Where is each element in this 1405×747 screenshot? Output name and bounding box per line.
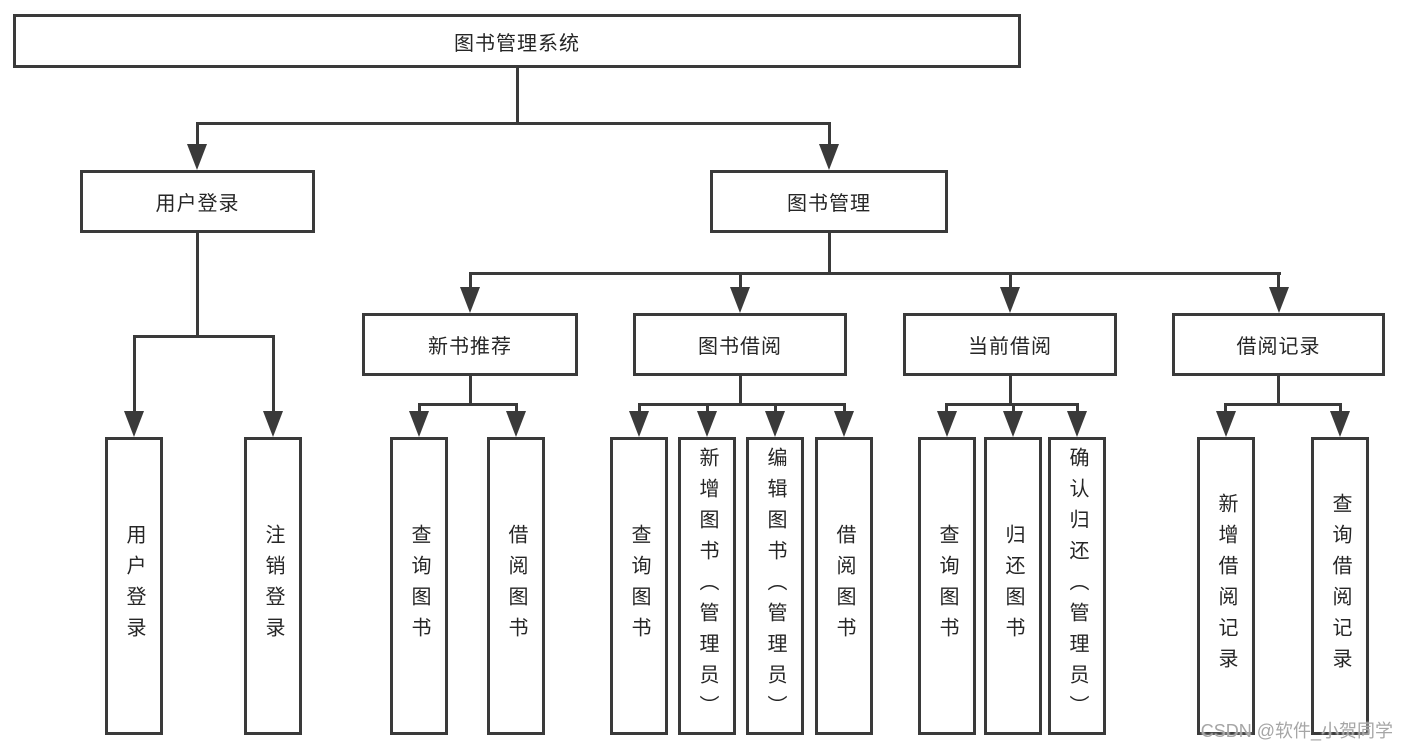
arrow-down-icon xyxy=(1330,411,1350,437)
arrow-down-icon xyxy=(697,411,717,437)
connector-line xyxy=(196,122,831,125)
arrow-down-icon xyxy=(409,411,429,437)
node-borrow-records: 借阅记录 xyxy=(1172,313,1385,376)
leaf-query-borrow-record: 查询借阅记录 xyxy=(1311,437,1369,735)
connector-line xyxy=(638,403,641,417)
leaf-label: 查询图书 xyxy=(408,524,430,648)
connector-line xyxy=(828,233,831,275)
arrow-down-icon xyxy=(1003,411,1023,437)
connector-line xyxy=(1339,403,1342,417)
connector-line xyxy=(638,403,846,406)
arrow-down-icon xyxy=(187,144,207,170)
connector-line xyxy=(133,335,136,415)
arrow-down-icon xyxy=(1269,287,1289,313)
leaf-label: 编辑图书（管理员） xyxy=(764,446,786,726)
connector-line xyxy=(272,335,275,415)
arrow-down-icon xyxy=(819,144,839,170)
arrow-down-icon xyxy=(506,411,526,437)
connector-line xyxy=(133,335,275,338)
arrow-down-icon xyxy=(730,287,750,313)
arrow-down-icon xyxy=(263,411,283,437)
leaf-label: 借阅图书 xyxy=(505,524,527,648)
arrow-down-icon xyxy=(765,411,785,437)
node-new-book-recommend: 新书推荐 xyxy=(362,313,578,376)
leaf-label: 确认归还（管理员） xyxy=(1066,446,1088,726)
node-book-management: 图书管理 xyxy=(710,170,948,233)
connector-line xyxy=(774,403,777,417)
leaf-label: 新增借阅记录 xyxy=(1215,493,1237,679)
node-root-label: 图书管理系统 xyxy=(454,32,580,55)
leaf-label: 新增图书（管理员） xyxy=(696,446,718,726)
connector-line xyxy=(418,403,518,406)
leaf-query-books-3: 查询图书 xyxy=(918,437,976,735)
arrow-down-icon xyxy=(124,411,144,437)
leaf-borrow-books-1: 借阅图书 xyxy=(487,437,545,735)
node-root: 图书管理系统 xyxy=(13,14,1021,68)
leaf-label: 借阅图书 xyxy=(833,524,855,648)
connector-line xyxy=(469,272,1281,275)
leaf-borrow-books-2: 借阅图书 xyxy=(815,437,873,735)
leaf-label: 注销登录 xyxy=(262,524,284,648)
connector-line xyxy=(1224,403,1227,417)
arrow-down-icon xyxy=(1000,287,1020,313)
leaf-edit-books-admin: 编辑图书（管理员） xyxy=(746,437,804,735)
connector-line xyxy=(196,122,199,150)
arrow-down-icon xyxy=(460,287,480,313)
leaf-query-books-1: 查询图书 xyxy=(390,437,448,735)
connector-line xyxy=(706,403,709,417)
connector-line xyxy=(515,403,518,417)
connector-line xyxy=(843,403,846,417)
connector-line xyxy=(516,68,519,124)
connector-line xyxy=(739,376,742,406)
arrow-down-icon xyxy=(1216,411,1236,437)
node-borrow-records-label: 借阅记录 xyxy=(1236,336,1321,358)
connector-line xyxy=(1224,403,1342,406)
arrow-down-icon xyxy=(834,411,854,437)
connector-line xyxy=(469,376,472,406)
leaf-label: 归还图书 xyxy=(1002,524,1024,648)
leaf-user-login: 用户登录 xyxy=(105,437,163,735)
connector-line xyxy=(1076,403,1079,417)
connector-line xyxy=(1277,272,1280,294)
leaf-confirm-return-admin: 确认归还（管理员） xyxy=(1048,437,1106,735)
connector-line xyxy=(1009,376,1012,406)
connector-line xyxy=(739,272,742,294)
node-new-book-recommend-label: 新书推荐 xyxy=(428,336,512,358)
node-current-borrow-label: 当前借阅 xyxy=(968,336,1052,358)
node-user-login: 用户登录 xyxy=(80,170,315,233)
connector-line xyxy=(945,403,948,417)
leaf-label: 查询图书 xyxy=(628,524,650,648)
connector-line xyxy=(1277,376,1280,406)
node-book-borrow-label: 图书借阅 xyxy=(698,336,782,358)
connector-line xyxy=(418,403,421,417)
node-book-borrow: 图书借阅 xyxy=(633,313,847,376)
leaf-add-borrow-record: 新增借阅记录 xyxy=(1197,437,1255,735)
connector-line xyxy=(1009,272,1012,294)
node-book-management-label: 图书管理 xyxy=(787,193,871,215)
arrow-down-icon xyxy=(937,411,957,437)
leaf-query-books-2: 查询图书 xyxy=(610,437,668,735)
leaf-logout: 注销登录 xyxy=(244,437,302,735)
connector-line xyxy=(828,122,831,150)
connector-line xyxy=(469,272,472,294)
connector-line xyxy=(1012,403,1015,417)
node-user-login-label: 用户登录 xyxy=(155,193,240,215)
leaf-label: 用户登录 xyxy=(123,524,145,648)
arrow-down-icon xyxy=(629,411,649,437)
leaf-return-books: 归还图书 xyxy=(984,437,1042,735)
leaf-label: 查询图书 xyxy=(936,524,958,648)
connector-line xyxy=(196,233,199,338)
leaf-label: 查询借阅记录 xyxy=(1329,493,1351,679)
leaf-add-books-admin: 新增图书（管理员） xyxy=(678,437,736,735)
node-current-borrow: 当前借阅 xyxy=(903,313,1117,376)
csdn-watermark: CSDN @软件_小贺同学 xyxy=(1200,721,1393,741)
arrow-down-icon xyxy=(1067,411,1087,437)
